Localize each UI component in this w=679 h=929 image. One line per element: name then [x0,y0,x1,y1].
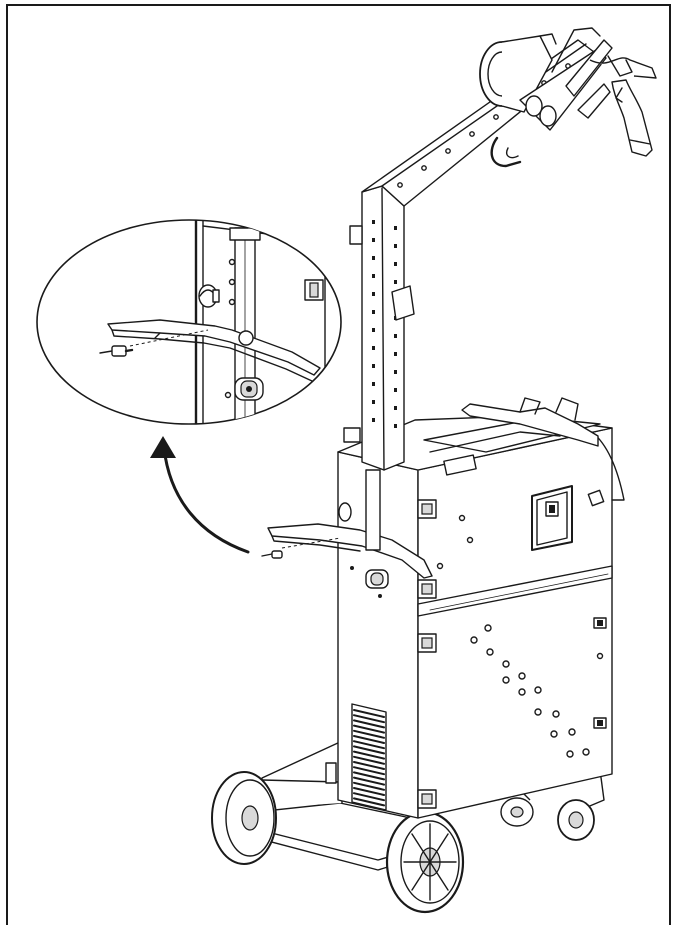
direction-arrow [150,436,250,554]
hinge-icon [417,633,437,653]
mast-hole [394,352,397,356]
grille-slat [353,729,385,739]
boom-hole [397,182,403,188]
grille-slat [353,745,385,755]
mast-hole [394,280,397,284]
hinge-icon [417,499,437,519]
grille-slat [353,787,385,796]
mast-hole [372,220,375,224]
wire-spool [479,33,557,113]
hinge-icon [304,279,324,301]
control-panel-window [531,485,573,551]
grille-slat [353,719,385,729]
torch-holder [519,27,657,131]
mast-hole [372,382,375,386]
mast-hole [394,370,397,374]
mast-hole [372,400,375,404]
grille-slat [353,766,385,776]
grille-slat [353,714,385,724]
mounting-screw [99,345,134,357]
boom-arm [361,39,595,207]
mast-hole [394,424,397,428]
grille-slat [353,797,385,807]
mast-hole [372,328,375,332]
mast-hole [372,292,375,296]
page-frame [6,4,671,925]
grille-slat [353,709,385,718]
mast-hole [394,244,397,248]
connector-socket-icon [234,377,264,401]
mast-hole [372,418,375,422]
trolley-base [211,741,605,914]
boom-hole [469,131,475,137]
grille-slat [353,781,385,791]
mast-hole [372,310,375,314]
hinge-icon [417,789,437,809]
mast-hole [394,262,397,266]
shelf-bracket [107,319,321,382]
mast-hole [394,334,397,338]
mast-hole [394,406,397,410]
locking-knob-icon [198,284,220,308]
hinge-icon [417,579,437,599]
mast-hole [372,364,375,368]
welding-torch [607,55,653,157]
grille-slat [353,771,385,781]
vertical-mast [343,185,415,551]
panel-holes [436,514,604,758]
connector-socket-icon [365,569,389,589]
mast-hole [372,346,375,350]
mast-hole [372,274,375,278]
boom-hole [421,165,427,171]
shelf-bracket [267,523,433,579]
mast-hole [394,226,397,230]
detail-magnifier [36,219,342,425]
front-wheel [385,810,465,914]
grille-slat [353,755,385,765]
mast-hole [372,238,375,242]
front-wheel [211,771,277,865]
grille-slat [353,724,385,734]
grille-slat [353,735,385,744]
machine-housing [337,397,625,819]
mast-hole [372,256,375,260]
ventilation-grille [351,703,387,811]
boom-hole [445,148,451,154]
grille-slat [353,776,385,786]
mast-hole [394,388,397,392]
boom-hole [493,114,499,120]
grille-slat [353,750,385,760]
grille-slat [353,792,385,802]
grille-slat [353,740,385,750]
grille-slat [353,761,385,770]
mounting-screw [261,550,283,559]
